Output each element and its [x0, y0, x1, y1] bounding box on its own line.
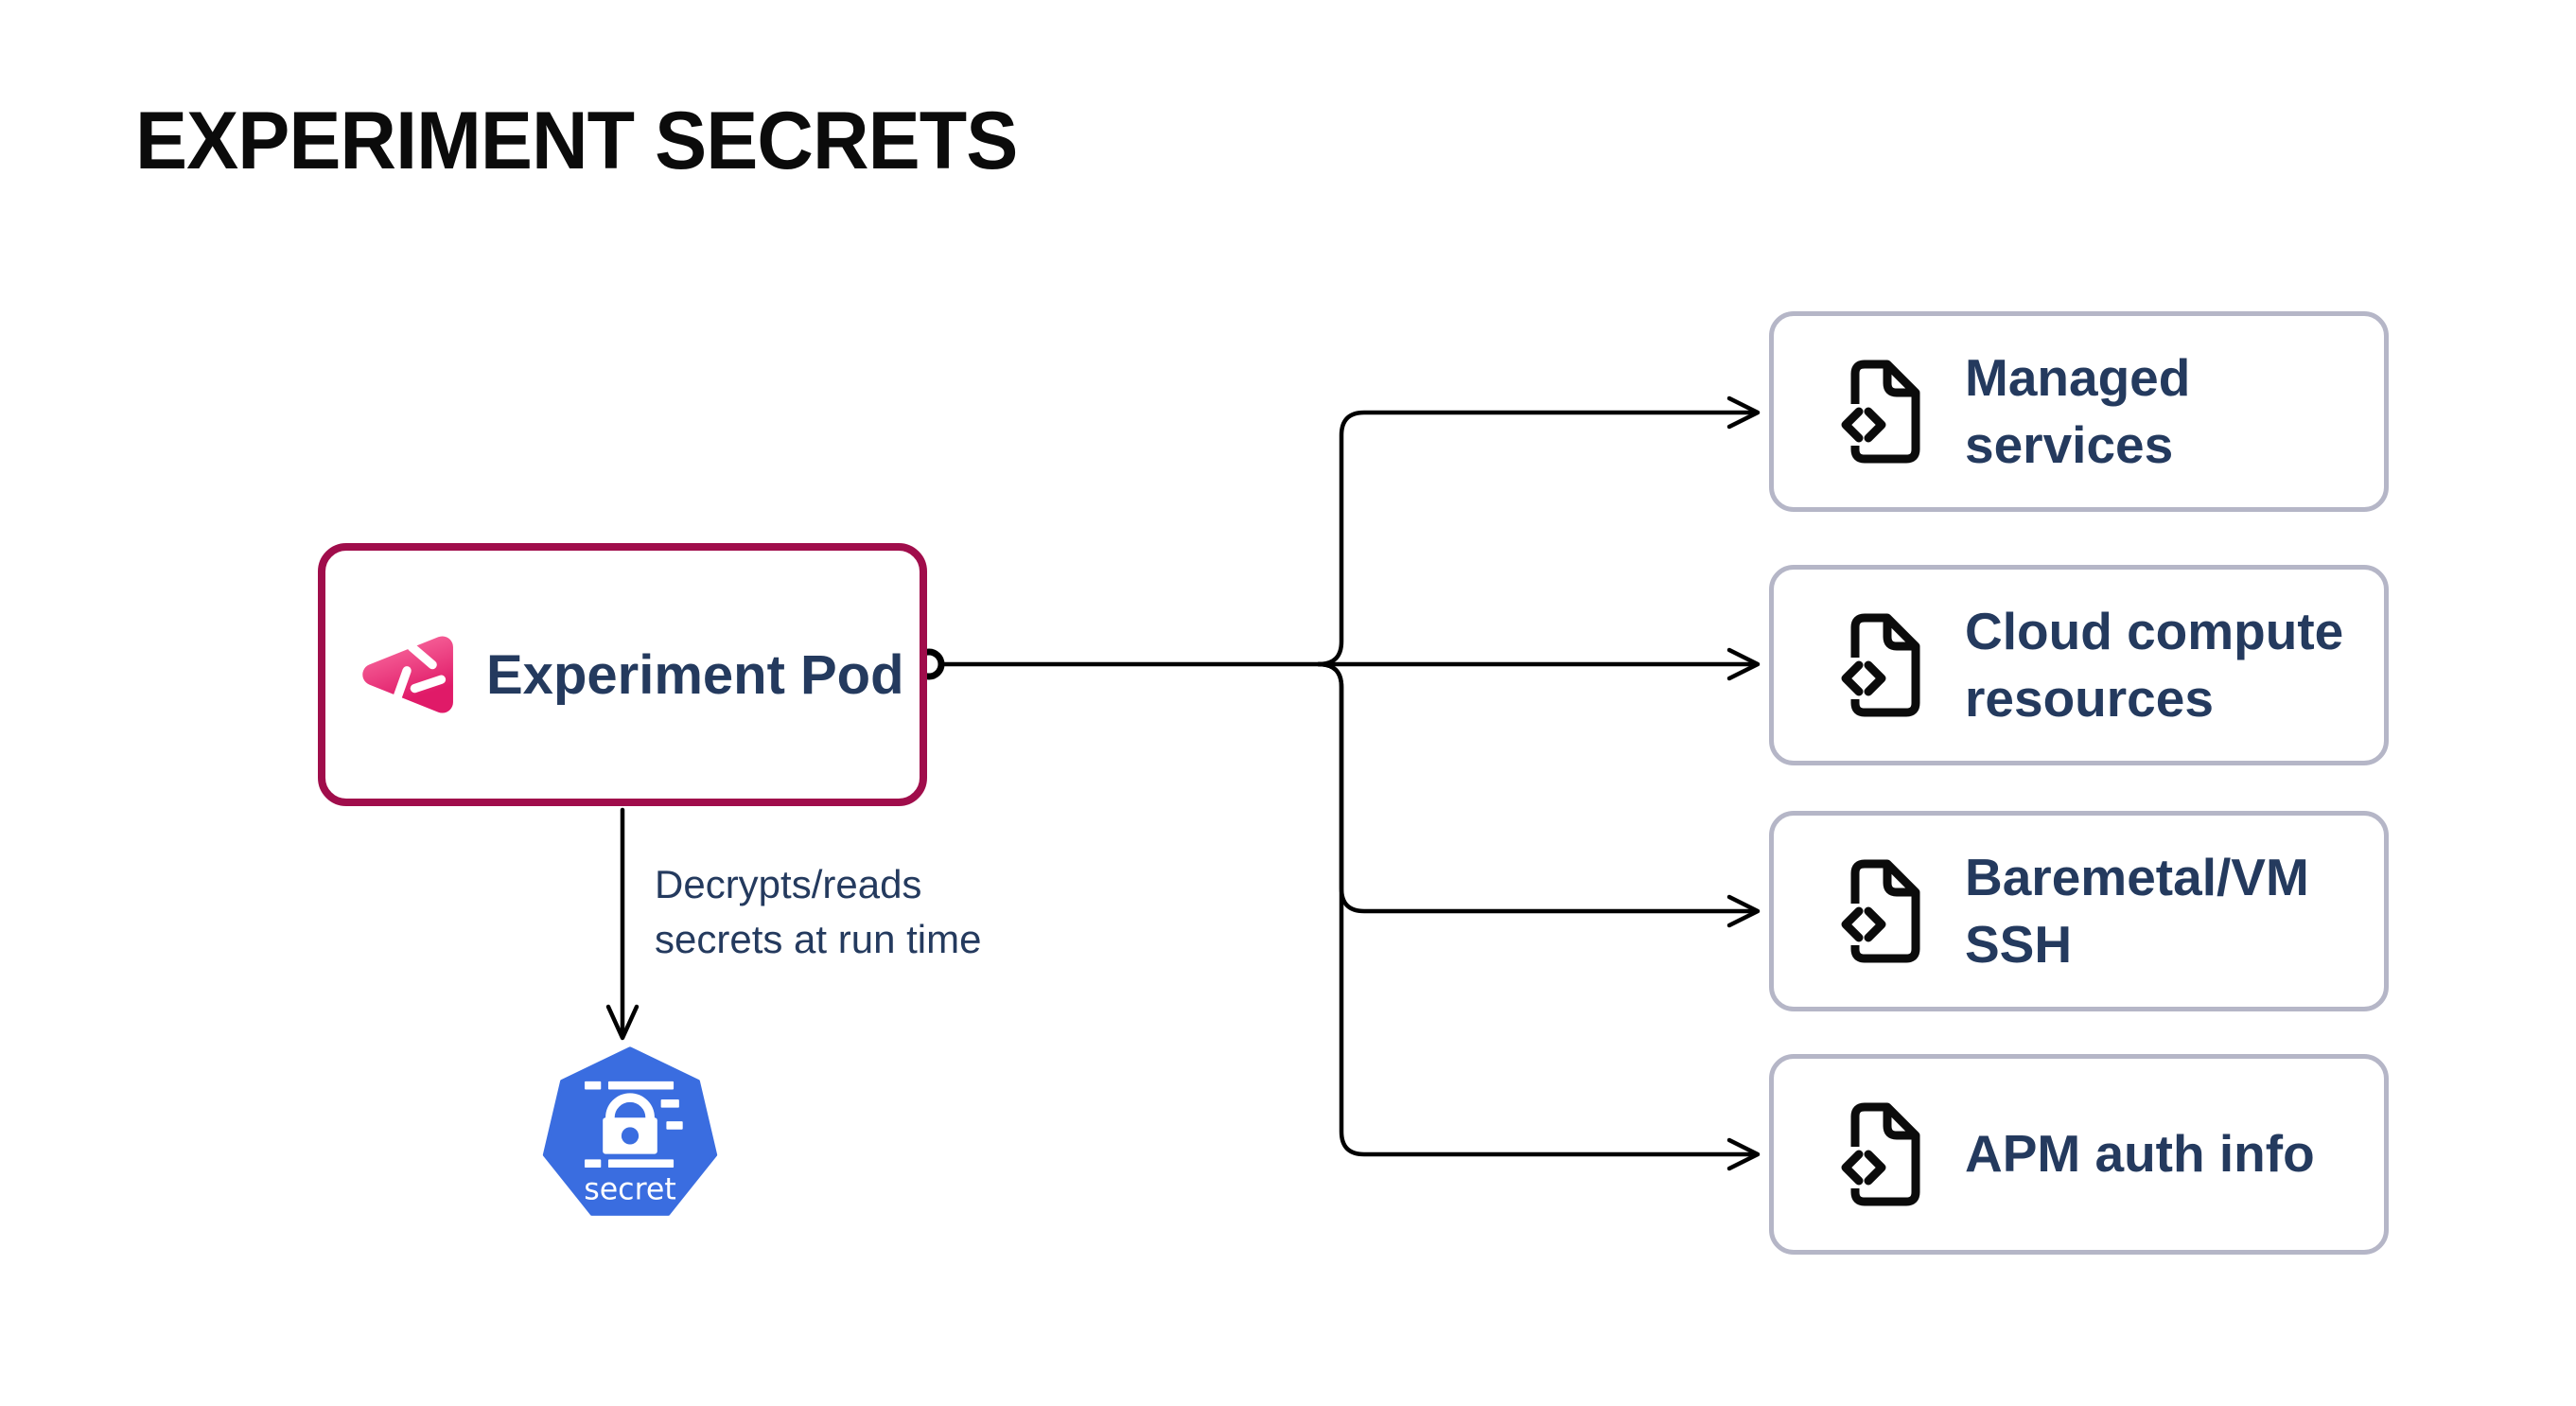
file-code-icon	[1832, 1102, 1920, 1206]
edge-annotation-line2: secrets at run time	[655, 916, 982, 961]
edge-annotation: Decrypts/reads secrets at run time	[655, 857, 981, 967]
node-experiment-pod: Experiment Pod	[318, 543, 927, 806]
experiment-pod-label: Experiment Pod	[486, 643, 904, 706]
node-cloud-compute-resources: Cloud compute resources	[1769, 565, 2389, 765]
secret-label: secret	[584, 1173, 676, 1207]
litmus-pod-icon	[362, 636, 453, 713]
node-apm-auth-info: APM auth info	[1769, 1054, 2389, 1255]
arrowhead-apm	[1726, 1137, 1761, 1171]
kubernetes-secret-icon: secret	[542, 1046, 718, 1216]
arrowhead-secret	[605, 1004, 640, 1041]
edge-annotation-line1: Decrypts/reads	[655, 862, 922, 906]
lock-icon	[585, 1081, 683, 1169]
target-label-managed-services: Managed services	[1965, 347, 2191, 475]
node-baremetal-vm-ssh: Baremetal/VM SSH	[1769, 811, 2389, 1011]
file-code-icon	[1832, 859, 1920, 963]
target-label-cloud-compute: Cloud compute resources	[1965, 601, 2344, 729]
edge-branch-apm	[1316, 661, 1759, 1157]
target-label-baremetal-vm-ssh: Baremetal/VM SSH	[1965, 847, 2309, 975]
target-label-apm-auth-info: APM auth info	[1965, 1124, 2315, 1184]
arrowhead-cloud-compute	[1726, 647, 1761, 681]
page-title: EXPERIMENT SECRETS	[135, 96, 1018, 186]
arrowhead-managed-services	[1726, 395, 1761, 430]
file-code-icon	[1832, 613, 1920, 717]
edge-branch-managed-services	[1316, 410, 1759, 667]
node-managed-services: Managed services	[1769, 311, 2389, 512]
file-code-icon	[1832, 360, 1920, 464]
arrowhead-baremetal	[1726, 894, 1761, 928]
edge-branch-baremetal	[1316, 661, 1759, 914]
